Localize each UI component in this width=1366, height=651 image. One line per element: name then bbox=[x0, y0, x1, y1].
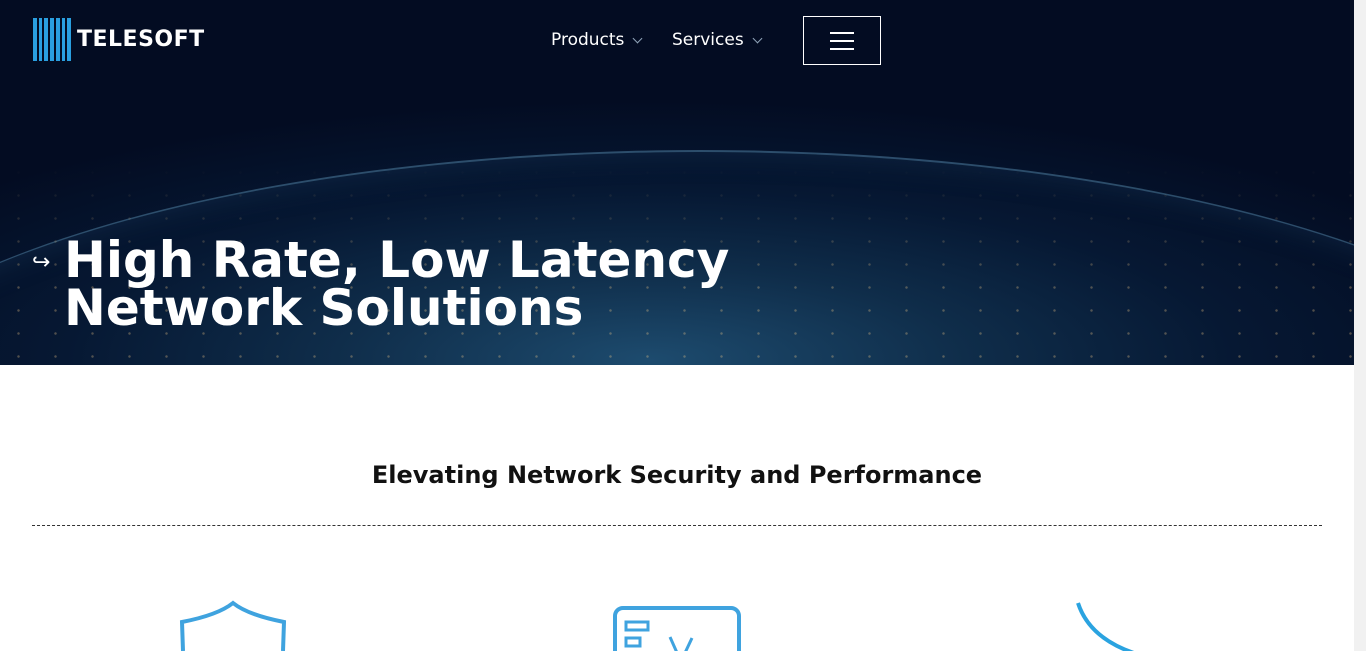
menu-button[interactable] bbox=[803, 16, 881, 65]
chevron-down-icon bbox=[632, 33, 643, 43]
scrollbar[interactable] bbox=[1354, 0, 1366, 651]
divider bbox=[32, 525, 1322, 526]
dashboard-chart-icon bbox=[613, 606, 741, 651]
arrow-right-hook-icon: ↪ bbox=[32, 250, 51, 275]
hamburger-icon bbox=[830, 31, 854, 34]
nav-label: Products bbox=[551, 30, 625, 50]
hero-title: High Rate, Low Latency Network Solutions bbox=[64, 231, 730, 337]
logo[interactable]: TELESOFT bbox=[33, 18, 205, 61]
logo-mark-icon bbox=[33, 18, 72, 61]
shield-icon bbox=[179, 600, 287, 651]
chevron-down-icon bbox=[752, 33, 763, 43]
nav-services[interactable]: Services bbox=[672, 30, 763, 50]
nav-label: Services bbox=[672, 30, 744, 50]
arc-icon bbox=[1076, 602, 1135, 651]
nav-products[interactable]: Products bbox=[551, 30, 643, 50]
hero-banner bbox=[0, 0, 1354, 365]
logo-text: TELESOFT bbox=[77, 27, 205, 52]
section-title: Elevating Network Security and Performan… bbox=[371, 461, 983, 489]
